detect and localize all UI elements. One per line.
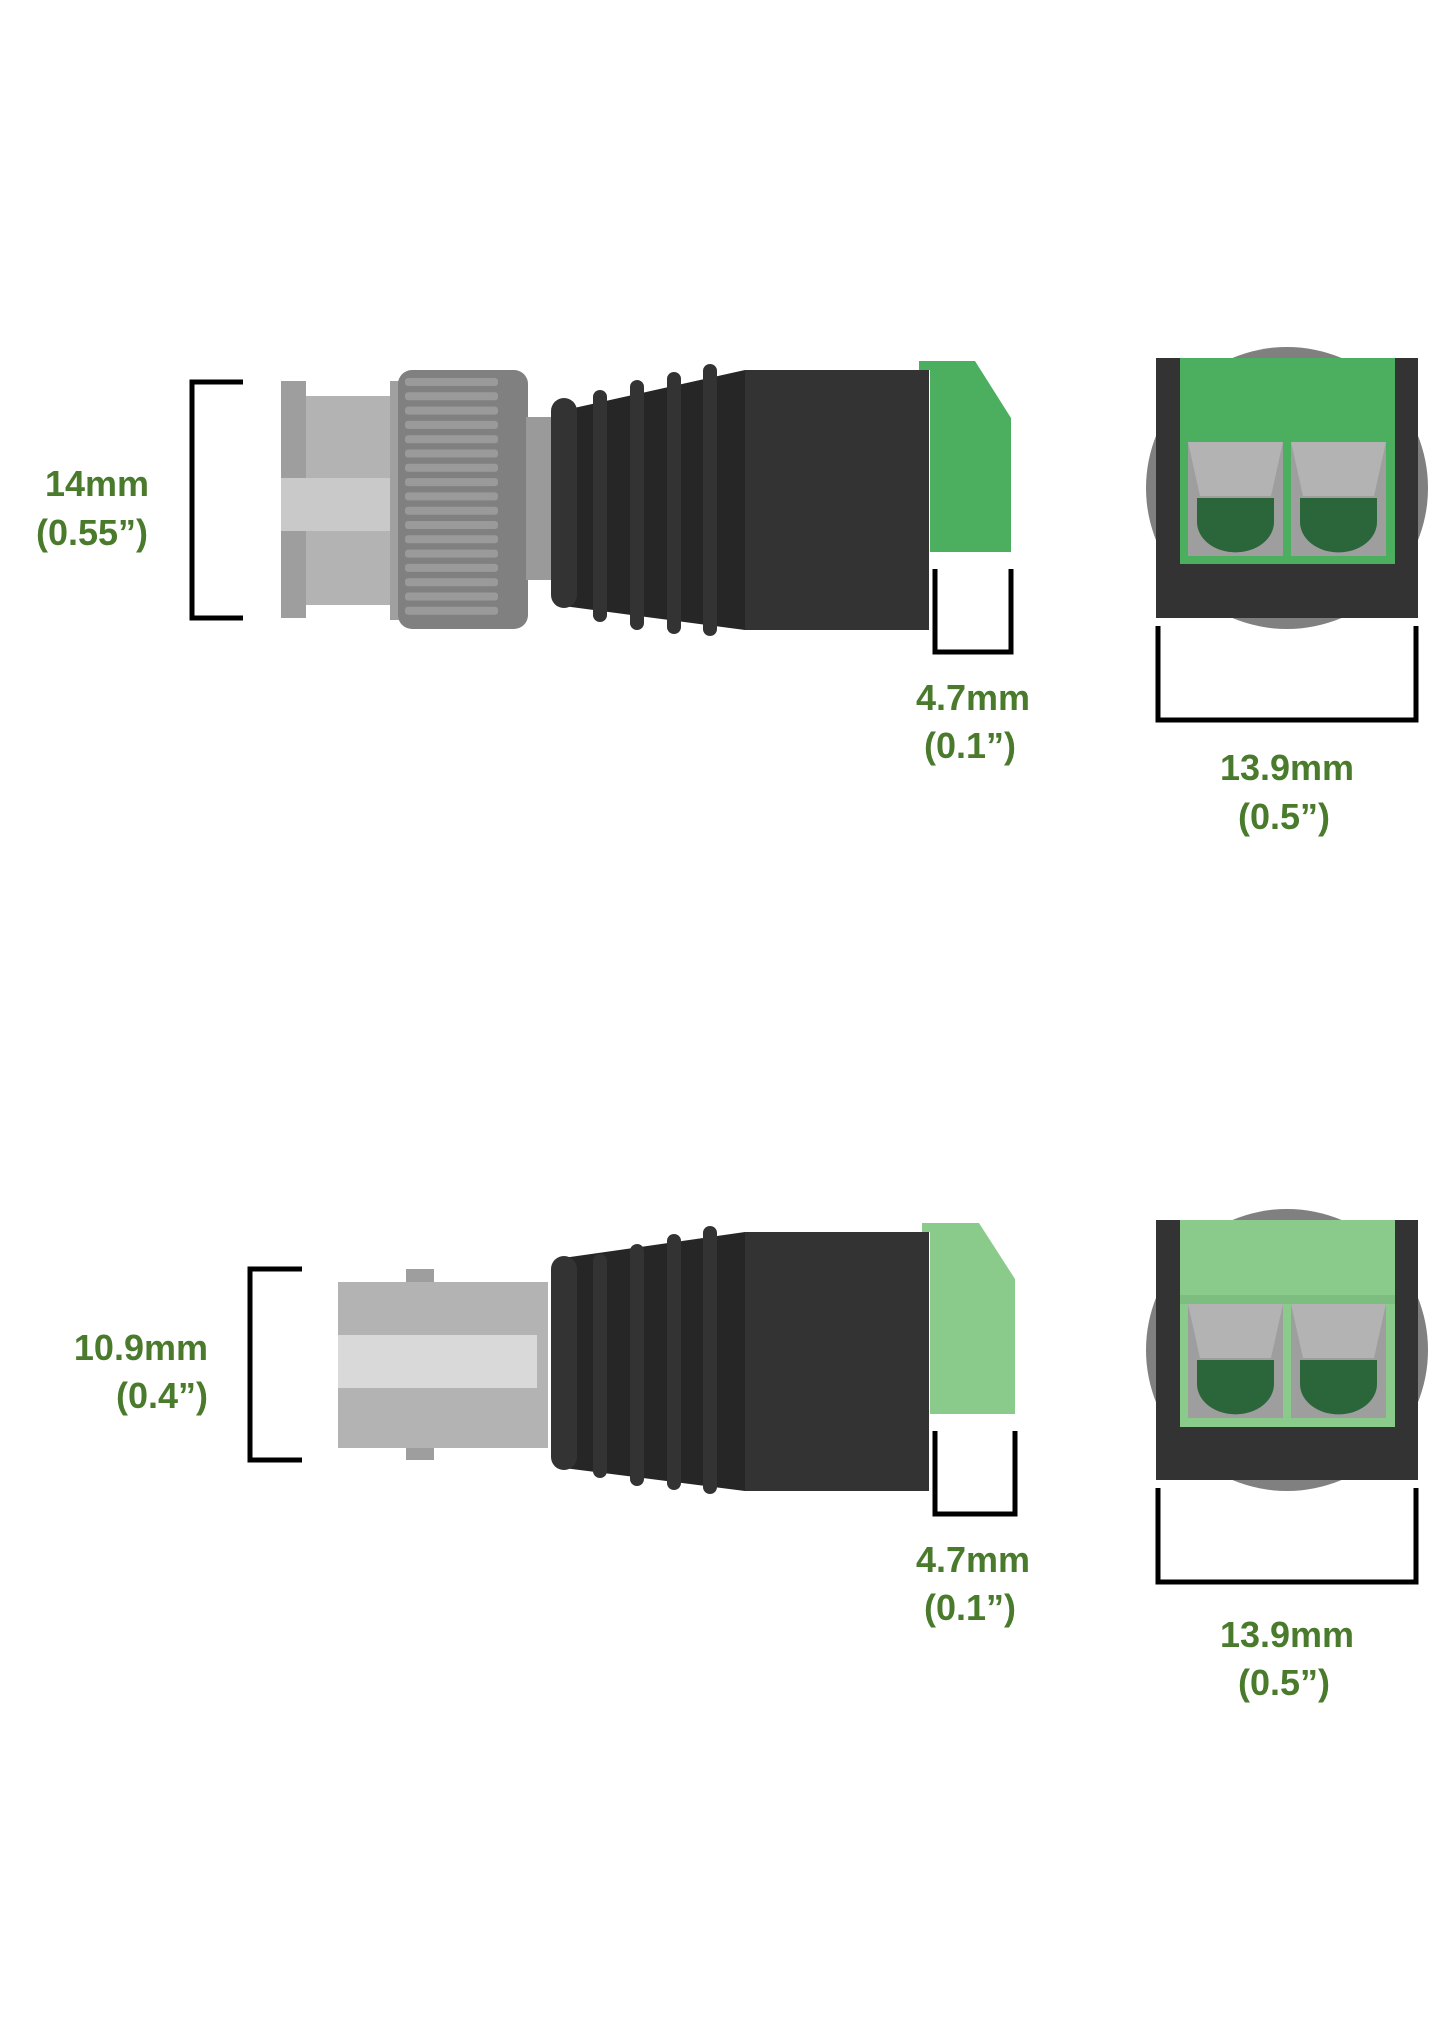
width-label-in: (0.5”) xyxy=(1238,1662,1330,1703)
top-connector-side-view: 14mm (0.55”) 4.7mm (0.1”) xyxy=(36,361,1030,766)
knurl-ridge xyxy=(405,492,498,501)
height-bracket xyxy=(247,1266,302,1463)
knurl-ridge xyxy=(405,378,498,386)
screw-slot xyxy=(1188,1304,1283,1418)
bottom-connector-end-view: 13.9mm (0.5”) xyxy=(1146,1209,1428,1703)
knurl-ridge xyxy=(405,506,498,515)
tab-label-mm: 4.7mm xyxy=(916,1539,1030,1580)
tab-bracket xyxy=(932,1431,1018,1517)
tab-label-mm: 4.7mm xyxy=(916,677,1030,718)
knurl-ridge xyxy=(405,535,498,544)
knurl-ridge xyxy=(405,592,498,601)
knurl-ridge xyxy=(405,521,498,529)
knurl-ridge xyxy=(405,435,498,444)
knurl-ridge xyxy=(405,463,498,472)
knurl-ridge xyxy=(405,449,498,458)
top-connector-end-view: 13.9mm (0.5”) xyxy=(1146,347,1428,837)
width-label-in: (0.5”) xyxy=(1238,796,1330,837)
knurl-ridge xyxy=(405,578,498,587)
knurl-ridge xyxy=(405,478,498,487)
tab-bracket xyxy=(932,569,1014,655)
knurl-ridge xyxy=(405,563,498,572)
height-label-in: (0.4”) xyxy=(116,1375,208,1416)
ring xyxy=(390,381,400,620)
height-label-mm: 10.9mm xyxy=(74,1327,208,1368)
height-label-mm: 14mm xyxy=(45,463,149,504)
pin-top xyxy=(406,1269,434,1283)
connector-body xyxy=(745,1232,929,1491)
boot-ribs xyxy=(551,1226,717,1494)
screw-slot xyxy=(1188,442,1283,556)
terminal-tab xyxy=(919,361,1011,552)
screw-slots xyxy=(1188,1304,1386,1418)
width-bracket xyxy=(1155,626,1419,723)
knurl-ridge xyxy=(405,406,498,415)
screw-slots xyxy=(1188,442,1386,556)
knurl-ridge xyxy=(405,392,498,401)
knurl-ridges xyxy=(405,378,498,615)
terminal-tab xyxy=(922,1223,1015,1414)
tab-label-in: (0.1”) xyxy=(924,1587,1016,1628)
terminal-band xyxy=(1180,1295,1395,1304)
tab-label-in: (0.1”) xyxy=(924,725,1016,766)
connector-body xyxy=(745,370,929,630)
screw-slot xyxy=(1291,1304,1386,1418)
knurl-ridge xyxy=(405,420,498,429)
knurl-ridge xyxy=(405,606,498,615)
width-bracket xyxy=(1155,1488,1419,1585)
height-label-in: (0.55”) xyxy=(36,512,148,553)
screw-slot xyxy=(1291,442,1386,556)
barrel-highlight xyxy=(338,1335,537,1388)
bottom-connector-side-view: 10.9mm (0.4”) 4.7mm (0.1”) xyxy=(74,1223,1030,1628)
height-bracket xyxy=(189,379,243,621)
width-label-mm: 13.9mm xyxy=(1220,1614,1354,1655)
width-label-mm: 13.9mm xyxy=(1220,747,1354,788)
boot-ribs xyxy=(551,364,717,636)
pin-bottom xyxy=(406,1447,434,1460)
knurl-ridge xyxy=(405,549,498,558)
barrel-highlight xyxy=(281,478,396,531)
